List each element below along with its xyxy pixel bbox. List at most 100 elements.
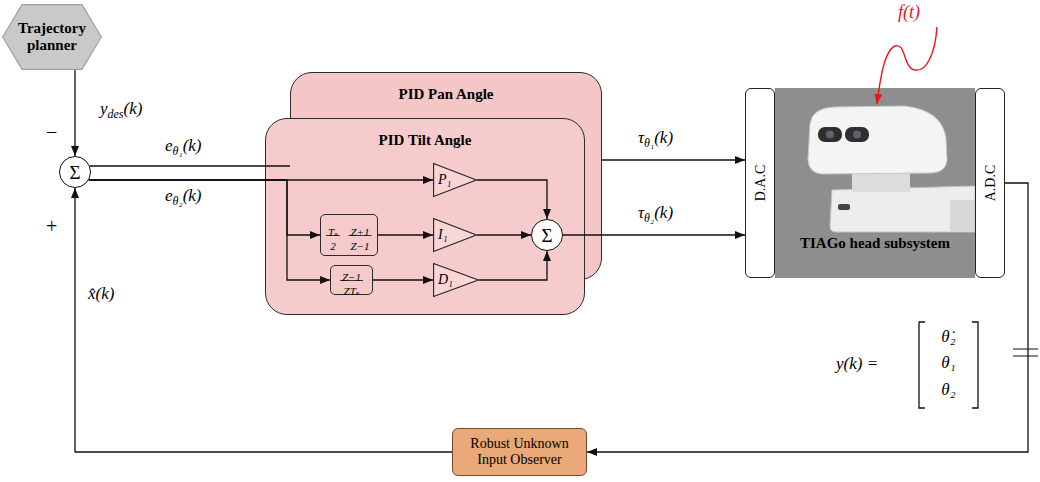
- node-title: Trajectory planner: [12, 20, 92, 55]
- block-title: PID Tilt Angle: [379, 132, 472, 148]
- gain-holder: I₁: [438, 218, 448, 252]
- gain-triangle: [434, 219, 477, 252]
- gain-label: D₁: [438, 272, 453, 288]
- fraction-term: Tₛ: [328, 226, 338, 238]
- signal-line: [477, 180, 547, 219]
- converter-bar: D.A.C: [745, 88, 775, 278]
- robot-head-picture: [808, 106, 975, 232]
- signal-line: [479, 251, 547, 280]
- signal-label: (k): [124, 99, 143, 118]
- label-group: θ₁: [941, 353, 955, 373]
- signal-label: f(t): [898, 2, 920, 22]
- label-group: y(k) =: [836, 354, 878, 374]
- signal-line: [89, 180, 320, 235]
- fraction-term: 2: [330, 240, 336, 252]
- gain-label: I₁: [438, 227, 448, 243]
- signal-line: [378, 234, 433, 235]
- signal-line: [89, 180, 330, 280]
- signal-line: [563, 234, 745, 235]
- signal-label: +: [46, 215, 57, 237]
- gain-block: D₁: [433, 263, 479, 297]
- converter-label: D.A.C: [753, 165, 768, 202]
- summing-junction: Σ: [531, 219, 563, 251]
- signal-label: y: [100, 99, 108, 118]
- fraction-holder: Tₛ: [328, 223, 338, 239]
- signal-label: τ: [638, 203, 644, 222]
- converter-bar: A.D.C: [975, 88, 1005, 278]
- label-group: f(t): [898, 2, 920, 24]
- plant-background: [775, 88, 975, 278]
- pid-block: PID Tilt AngleP₁ Tₛ 2 Z+1Z−1 I₁ Σ Z−1ZTₛ D₁: [265, 118, 585, 315]
- label-group: +: [46, 214, 57, 238]
- signal-line: [90, 165, 290, 166]
- signal-line: [587, 183, 1028, 452]
- label-group: θ₂: [941, 380, 955, 400]
- fraction-holder: Z−1: [350, 237, 369, 253]
- gain-label: P₁: [438, 172, 451, 188]
- signal-label: θ₂: [941, 380, 955, 399]
- signal-label: θ₁: [941, 353, 955, 372]
- fraction-term: ZTₛ: [344, 285, 360, 297]
- signal-label: θ̇₂: [941, 327, 955, 346]
- label-group: −: [46, 120, 57, 144]
- derivative-block: Z−1ZTₛ: [330, 265, 373, 295]
- label-group: τθ₂(k): [638, 203, 673, 225]
- signal-label: (k): [183, 136, 202, 155]
- fraction-holder: Z+1: [350, 223, 369, 239]
- rotated-holder: D.A.C: [751, 165, 769, 202]
- block-title: TIAGo head subsystem: [800, 235, 950, 251]
- integrator-block: Tₛ 2 Z+1Z−1: [320, 214, 378, 256]
- fraction-holder: 2: [330, 237, 336, 253]
- label-group: x̂(k): [88, 284, 114, 304]
- signal-label: (k): [183, 186, 202, 205]
- signal-label: τ: [638, 128, 644, 147]
- summing-junction: Σ: [59, 156, 91, 188]
- signal-label: (k): [654, 203, 673, 222]
- label-group: eθ₁(k): [165, 136, 202, 158]
- signal-label: e: [165, 136, 173, 155]
- planner-hexagon: Trajectory planner: [2, 4, 102, 70]
- fraction-holder: Z−1: [342, 268, 361, 284]
- gain-holder: D₁: [438, 263, 453, 297]
- subscript-label: θ₁: [644, 136, 654, 150]
- block-title: PID Pan Angle: [398, 86, 493, 102]
- signal-label: x̂(k): [88, 284, 114, 303]
- title-holder: PID Pan Angle: [291, 85, 601, 103]
- gain-triangle: [434, 164, 477, 197]
- line-break-mark: [1013, 349, 1038, 356]
- sum-symbol: Σ: [541, 226, 552, 245]
- signal-label: y(k) =: [836, 354, 878, 373]
- fraction-term: Z−1: [350, 240, 369, 252]
- label-group: θ̇₂: [941, 327, 955, 347]
- plant-block: TIAGo head subsystem D.A.C A.D.C: [745, 88, 1005, 278]
- disturbance-arrow: [877, 27, 937, 104]
- rotated-holder: A.D.C: [981, 165, 999, 202]
- gain-block: I₁: [433, 218, 477, 252]
- signal-label: e: [165, 186, 173, 205]
- fraction-term: Z−1: [342, 271, 361, 283]
- signal-line: [74, 70, 75, 156]
- title-holder: PID Tilt Angle: [266, 131, 584, 149]
- gain-holder: P₁: [438, 163, 451, 197]
- gain-triangle: [434, 264, 479, 297]
- signal-label: −: [46, 121, 57, 143]
- sum-symbol: Σ: [69, 163, 80, 182]
- label-group: eθ₂(k): [165, 186, 202, 208]
- fraction-term: Z+1: [350, 226, 369, 238]
- subscript-label: des: [108, 107, 124, 121]
- matrix-brackets: [919, 322, 978, 408]
- signal-line: [75, 188, 452, 452]
- label-group: ydes(k): [100, 99, 142, 121]
- signal-line: [602, 159, 745, 160]
- subscript-label: θ₁: [173, 144, 183, 158]
- signal-label: (k): [654, 128, 673, 147]
- signal-line: [373, 279, 433, 280]
- hexagon-outline: [3, 5, 102, 70]
- observer-label: Robust Unknown Input Observer: [459, 436, 580, 468]
- title-holder: TIAGo head subsystem: [775, 234, 975, 252]
- observer-box: Robust Unknown Input Observer: [452, 428, 587, 476]
- converter-label: A.D.C: [983, 165, 998, 202]
- label-group: τθ₁(k): [638, 128, 673, 150]
- signal-line: [477, 234, 531, 235]
